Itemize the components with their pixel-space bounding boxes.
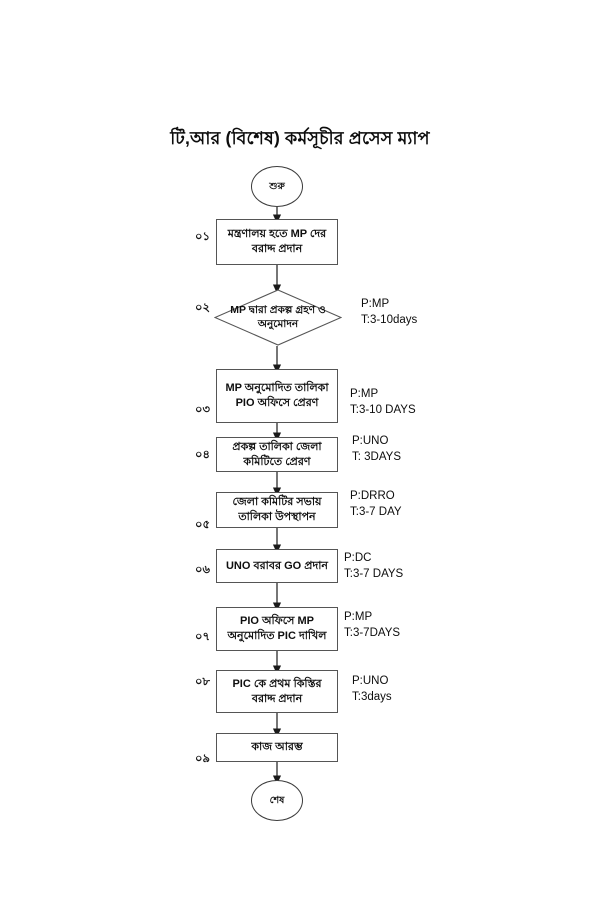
end-label: শেষ — [269, 794, 285, 806]
process-box-08-label: PIC কে প্রথম কিস্তির বরাদ্দ প্রদান — [232, 677, 322, 705]
serial-06: ০৬ — [195, 564, 210, 576]
decision-diamond-02-label: MP দ্বারা প্রকল্প গ্রহণ ও অনুমোদন — [230, 303, 326, 330]
process-box-04[interactable]: প্রকল্প তালিকা জেলা কমিটিতে প্রেরণ — [216, 437, 338, 472]
process-box-05-label: জেলা কমিটির সভায় তালিকা উপস্থাপন — [232, 496, 322, 523]
annotation-02-time: T:3-10days — [361, 313, 418, 326]
serial-08: ০৮ — [195, 676, 210, 688]
annotation-08-person: P:UNO — [352, 675, 389, 687]
process-box-07[interactable]: PIO অফিসে MP অনুমোদিত PIC দাখিল — [216, 607, 338, 651]
process-box-06-label: UNO বরাবর GO প্রদান — [225, 559, 328, 572]
annotation-07-person: P:MP — [344, 611, 373, 623]
serial-03: ০৩ — [195, 404, 210, 416]
annotation-04-person: P:UNO — [352, 435, 389, 447]
process-box-09-label: কাজ আরম্ভ — [251, 741, 303, 754]
serial-07: ০৭ — [195, 631, 210, 643]
serial-05: ০৫ — [195, 519, 210, 531]
serial-04: ০৪ — [195, 449, 210, 461]
annotation-02: P:MP T:3-10days — [361, 297, 417, 328]
process-box-09[interactable]: কাজ আরম্ভ — [216, 733, 338, 762]
annotation-06: P:DC T:3-7 DAYS — [344, 551, 403, 582]
start-terminator[interactable]: শুরু — [251, 166, 303, 207]
start-label: শুরু — [269, 180, 285, 192]
annotation-06-person: P:DC — [344, 552, 372, 564]
serial-09: ০৯ — [195, 753, 210, 765]
annotation-05: P:DRRO T:3-7 DAY — [350, 489, 402, 520]
annotation-08-time: T:3days — [352, 690, 392, 703]
process-box-08[interactable]: PIC কে প্রথম কিস্তির বরাদ্দ প্রদান — [216, 670, 338, 713]
process-box-06[interactable]: UNO বরাবর GO প্রদান — [216, 549, 338, 583]
page-title: টি,আর (বিশেষ) কর্মসূচীর প্রসেস ম্যাপ — [170, 128, 430, 148]
annotation-07-time: T:3-7DAYS — [344, 626, 401, 639]
annotation-04: P:UNO T: 3DAYS — [352, 434, 401, 465]
annotation-05-time: T:3-7 DAY — [350, 505, 402, 518]
serial-02: ০২ — [195, 302, 210, 314]
end-terminator[interactable]: শেষ — [251, 780, 303, 821]
process-box-03[interactable]: MP অনুমোদিত তালিকা PIO অফিসে প্রেরণ — [216, 369, 338, 423]
process-box-01[interactable]: মন্ত্রণালয় হতে MP দের বরাদ্দ প্রদান — [216, 219, 338, 265]
annotation-08: P:UNO T:3days — [352, 674, 392, 705]
process-box-04-label: প্রকল্প তালিকা জেলা কমিটিতে প্রেরণ — [232, 440, 322, 468]
annotation-02-person: P:MP — [361, 298, 390, 310]
annotation-05-person: P:DRRO — [350, 490, 395, 502]
process-box-01-label: মন্ত্রণালয় হতে MP দের বরাদ্দ প্রদান — [227, 228, 327, 255]
process-box-07-label: PIO অফিসে MP অনুমোদিত PIC দাখিল — [227, 615, 327, 642]
annotation-04-time: T: 3DAYS — [352, 450, 401, 463]
annotation-07: P:MP T:3-7DAYS — [344, 610, 400, 641]
serial-01: ০১ — [195, 231, 210, 243]
decision-diamond-02[interactable]: MP দ্বারা প্রকল্প গ্রহণ ও অনুমোদন — [214, 289, 342, 346]
annotation-03-time: T:3-10 DAYS — [350, 403, 416, 416]
process-box-03-label: MP অনুমোদিত তালিকা PIO অফিসে প্রেরণ — [225, 382, 329, 409]
annotation-06-time: T:3-7 DAYS — [344, 567, 404, 580]
process-box-05[interactable]: জেলা কমিটির সভায় তালিকা উপস্থাপন — [216, 492, 338, 528]
diamond-shape — [214, 289, 342, 346]
annotation-03: P:MP T:3-10 DAYS — [350, 387, 416, 418]
annotation-03-person: P:MP — [350, 388, 379, 400]
